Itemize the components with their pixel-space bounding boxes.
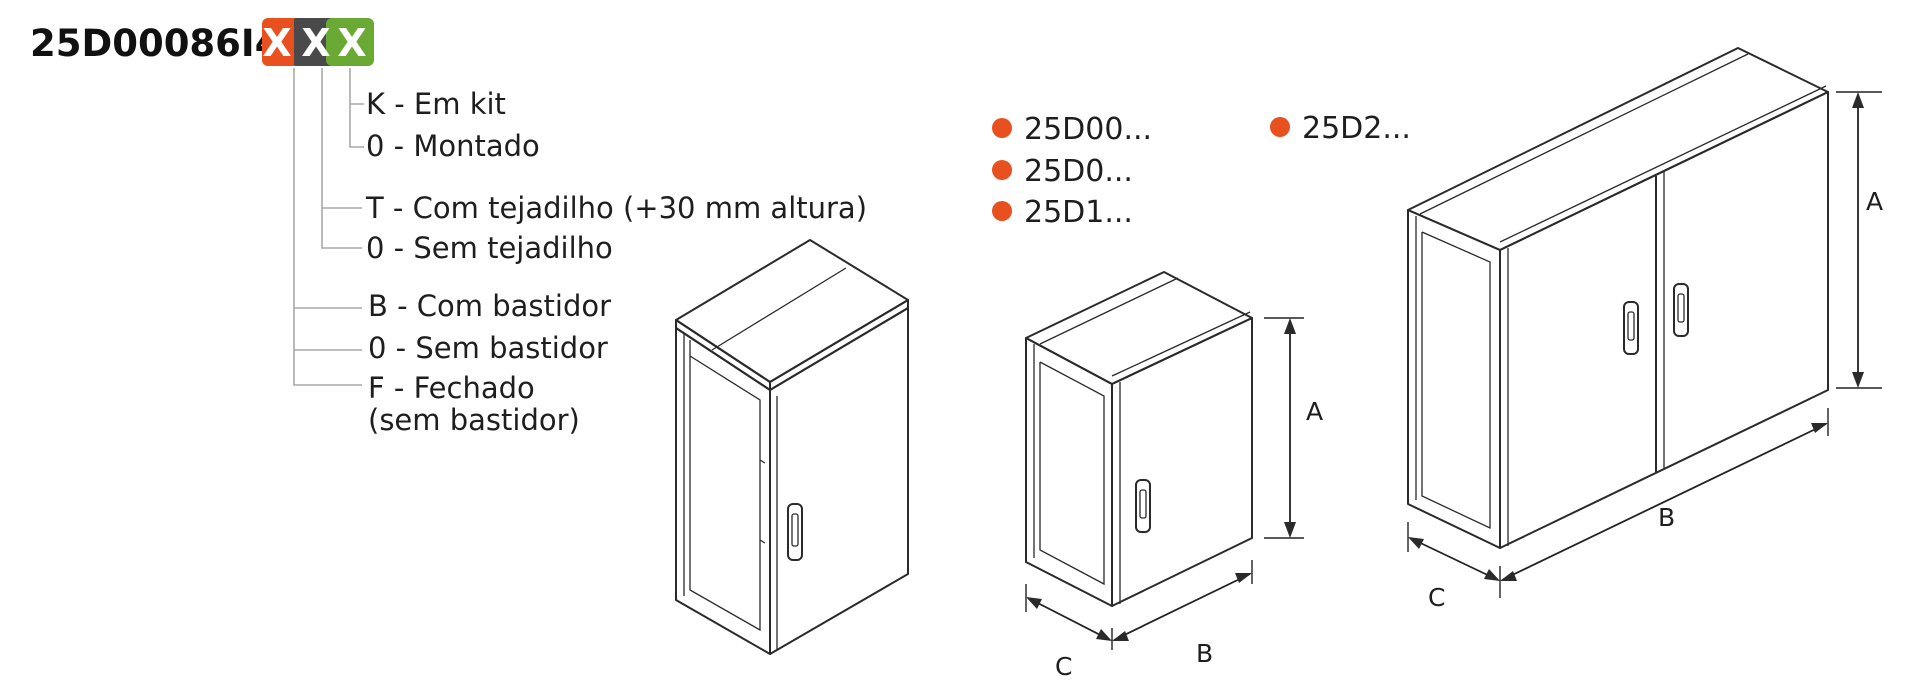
cabinet-tall-handle	[787, 503, 803, 561]
cabinet-small-handle	[1135, 479, 1151, 533]
cabinet-small	[1025, 271, 1253, 607]
option-sem-tejadilho: 0 - Sem tejadilho	[366, 231, 613, 265]
suffix-swatch-2	[294, 18, 336, 66]
cabinet-tall-door	[769, 307, 909, 655]
cabinet-small-door	[1111, 317, 1253, 607]
option-tejadilho: T - Com tejadilho (+30 mm altura)	[365, 191, 867, 225]
dim-label-c-small: C	[1055, 652, 1072, 681]
legend-bullet-3	[992, 201, 1012, 221]
cabinet-small-top	[1025, 271, 1253, 385]
option-bastidor: B - Com bastidor	[368, 289, 611, 323]
dim-label-b-small: B	[1196, 639, 1213, 668]
suffix-letter-3: X	[337, 21, 366, 65]
dim-label-c-large: C	[1428, 583, 1445, 612]
cabinet-large	[1407, 47, 1829, 549]
part-code-base: 25D00086I44	[30, 22, 306, 65]
legend-bullet-2	[992, 160, 1012, 180]
option-kit: K - Em kit	[366, 87, 506, 121]
option-tree	[293, 68, 364, 386]
cabinet-large-handle-right	[1673, 283, 1689, 337]
legend-item-2: 25D0...	[1024, 154, 1133, 189]
suffix-letter-2: X	[301, 21, 330, 65]
dim-label-a-large: A	[1866, 187, 1883, 216]
option-montado: 0 - Montado	[366, 129, 540, 163]
legend-bullet-4	[1270, 117, 1290, 137]
legend-item-1: 25D00...	[1024, 112, 1152, 147]
cabinet-tall-roof	[675, 239, 909, 383]
dim-label-a-small: A	[1306, 397, 1323, 426]
cabinet-tall	[675, 239, 909, 655]
legend-item-3: 25D1...	[1024, 195, 1133, 230]
legend-bullet-1	[992, 118, 1012, 138]
cabinet-tall-roof-side-edge	[769, 299, 909, 391]
suffix-letter-1: X	[262, 21, 291, 65]
legend-item-4: 25D2...	[1302, 111, 1411, 146]
suffix-swatch-3	[326, 18, 374, 66]
option-fechado-note: (sem bastidor)	[368, 403, 580, 437]
series-legend: 25D00... 25D0... 25D1... 25D2...	[992, 111, 1411, 230]
part-code: 25D00086I44 X X X	[30, 18, 374, 66]
suffix-swatch-1	[262, 18, 304, 66]
option-fechado: F - Fechado	[368, 371, 535, 405]
cabinet-large-dimensions: A C B	[1407, 91, 1883, 612]
cabinet-large-top	[1407, 47, 1829, 251]
option-labels: K - Em kit 0 - Montado T - Com tejadilho…	[365, 87, 867, 437]
dim-label-b-large: B	[1658, 503, 1675, 532]
cabinet-small-dimensions: A C B	[1025, 317, 1323, 681]
option-sem-bastidor: 0 - Sem bastidor	[368, 331, 608, 365]
cabinet-large-front	[1499, 91, 1829, 549]
cabinet-large-handle-left	[1623, 301, 1639, 355]
